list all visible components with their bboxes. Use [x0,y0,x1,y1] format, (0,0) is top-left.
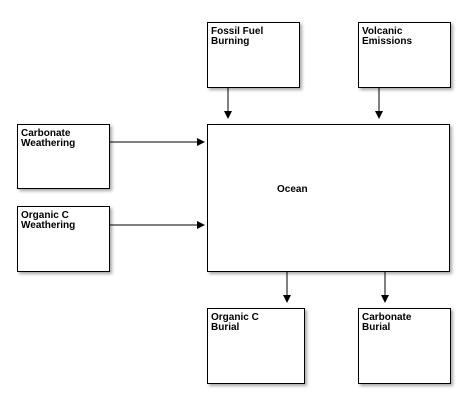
fossil-fuel-burning-label: Fossil Fuel Burning [211,26,264,47]
ocean-label: Ocean [277,184,308,195]
carbonate-weathering-label: Carbonate Weathering [21,128,76,149]
volcanic-emissions-label: Volcanic Emissions [362,26,413,47]
organic-c-weathering-label: Organic C Weathering [21,210,76,231]
organic-c-weathering-box: Organic C Weathering [17,206,110,272]
volcanic-emissions-box: Volcanic Emissions [358,22,451,88]
carbonate-burial-box: Carbonate Burial [358,308,451,384]
carbonate-burial-label: Carbonate Burial [362,312,412,333]
organic-c-burial-label: Organic C Burial [211,312,259,333]
carbonate-weathering-box: Carbonate Weathering [17,124,110,189]
ocean-box: Ocean [207,124,450,272]
organic-c-burial-box: Organic C Burial [207,308,305,384]
fossil-fuel-burning-box: Fossil Fuel Burning [207,22,300,88]
